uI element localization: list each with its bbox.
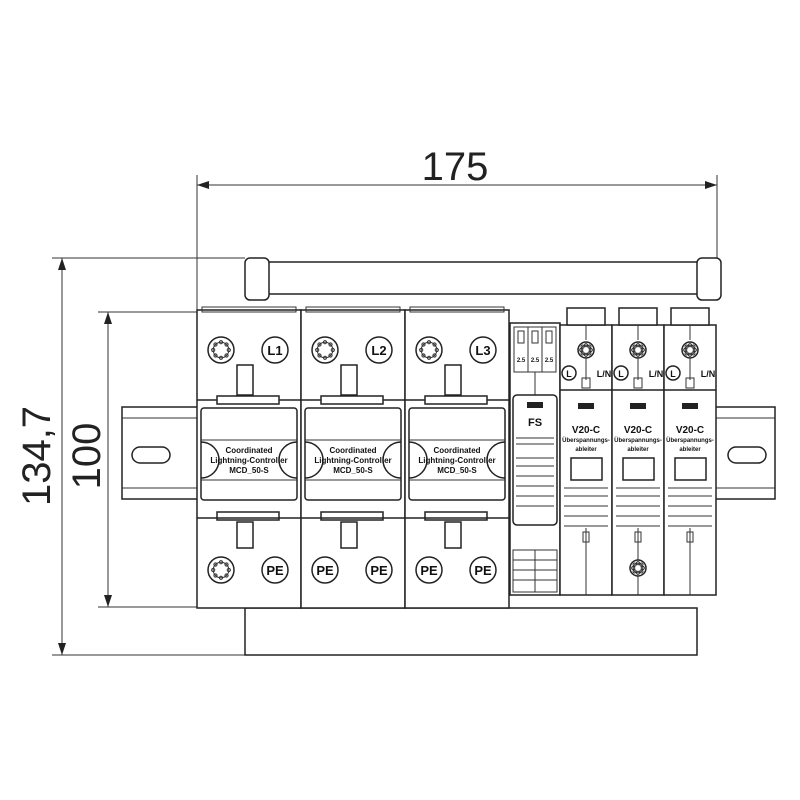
- status-window: [570, 457, 603, 481]
- screw-terminal-icon: [629, 341, 647, 359]
- l-terminal-icon: [561, 365, 577, 381]
- module-text: Lightning-Controller: [210, 456, 287, 465]
- module-height-dimension: 100: [65, 311, 197, 608]
- terminal-label-icon: [261, 336, 289, 364]
- v20-label: V20-C: [624, 425, 652, 436]
- terminal-label-icon: [365, 556, 393, 584]
- module-text: Coordinated: [329, 446, 376, 455]
- v20-desc: Überspannungs-: [562, 437, 610, 444]
- terminal-label: PE: [370, 563, 388, 578]
- ln-label: L/N: [597, 369, 612, 379]
- fuse-rating: 2.5: [517, 358, 526, 364]
- module-text: MCD_50-S: [437, 466, 477, 475]
- total-height-value: 134,7: [15, 406, 59, 506]
- module-text: Coordinated: [225, 446, 272, 455]
- module-text: Lightning-Controller: [418, 456, 495, 465]
- v20-desc: ableiter: [679, 447, 701, 453]
- v20-desc: Überspannungs-: [666, 437, 714, 444]
- surge-module-1: L1CoordinatedLightning-ControllerMCD_50-…: [196, 306, 302, 609]
- l-terminal-icon: [613, 365, 629, 381]
- l-label: L: [618, 369, 624, 379]
- fs-label: FS: [528, 417, 542, 429]
- v20-desc: Überspannungs-: [614, 437, 662, 444]
- screw-terminal-icon: [207, 336, 235, 364]
- terminal-label: PE: [316, 563, 334, 578]
- terminal-label-icon: [311, 556, 339, 584]
- module-height-value: 100: [65, 423, 109, 490]
- surge-module-2: L2CoordinatedLightning-ControllerMCD_50-…: [300, 306, 406, 609]
- terminal-label-icon: [261, 556, 289, 584]
- width-dimension: 175: [196, 145, 718, 310]
- module-text: Lightning-Controller: [314, 456, 391, 465]
- terminal-label-icon: [365, 336, 393, 364]
- l-terminal-icon: [665, 365, 681, 381]
- l-label: L: [670, 369, 676, 379]
- module-text: MCD_50-S: [333, 466, 373, 475]
- terminal-label-icon: [469, 336, 497, 364]
- terminal-label: L2: [371, 343, 386, 358]
- fuse-rating: 2.5: [531, 358, 540, 364]
- screw-terminal-icon: [207, 556, 235, 584]
- screw-terminal-icon: [577, 341, 595, 359]
- fs-module: 2.5 2.5 2.5FS: [509, 322, 561, 596]
- screw-terminal-icon: [681, 341, 699, 359]
- terminal-label: L3: [475, 343, 490, 358]
- terminal-label: PE: [266, 563, 284, 578]
- screw-terminal-icon: [629, 559, 647, 577]
- terminal-label: PE: [474, 563, 492, 578]
- v20-label: V20-C: [572, 425, 600, 436]
- surge-module-3: L3CoordinatedLightning-ControllerMCD_50-…: [404, 306, 510, 609]
- base-plate: [244, 607, 698, 656]
- status-window: [674, 457, 707, 481]
- fuse-slot: [541, 326, 557, 373]
- screw-terminal-icon: [415, 336, 443, 364]
- module-text: MCD_50-S: [229, 466, 269, 475]
- ln-label: L/N: [649, 369, 664, 379]
- busbar: [244, 257, 722, 301]
- terminal-label: PE: [420, 563, 438, 578]
- v20-label: V20-C: [676, 425, 704, 436]
- terminal-label-icon: [469, 556, 497, 584]
- v20-desc: ableiter: [575, 447, 597, 453]
- ln-label: L/N: [701, 369, 716, 379]
- status-window: [622, 457, 655, 481]
- width-value: 175: [422, 145, 489, 189]
- v20-desc: ableiter: [627, 447, 649, 453]
- fuse-rating: 2.5: [545, 358, 554, 364]
- l-label: L: [566, 369, 572, 379]
- screw-terminal-icon: [311, 336, 339, 364]
- terminal-label: L1: [267, 343, 282, 358]
- terminal-label-icon: [415, 556, 443, 584]
- module-text: Coordinated: [433, 446, 480, 455]
- total-height-dimension: 134,7: [15, 257, 245, 656]
